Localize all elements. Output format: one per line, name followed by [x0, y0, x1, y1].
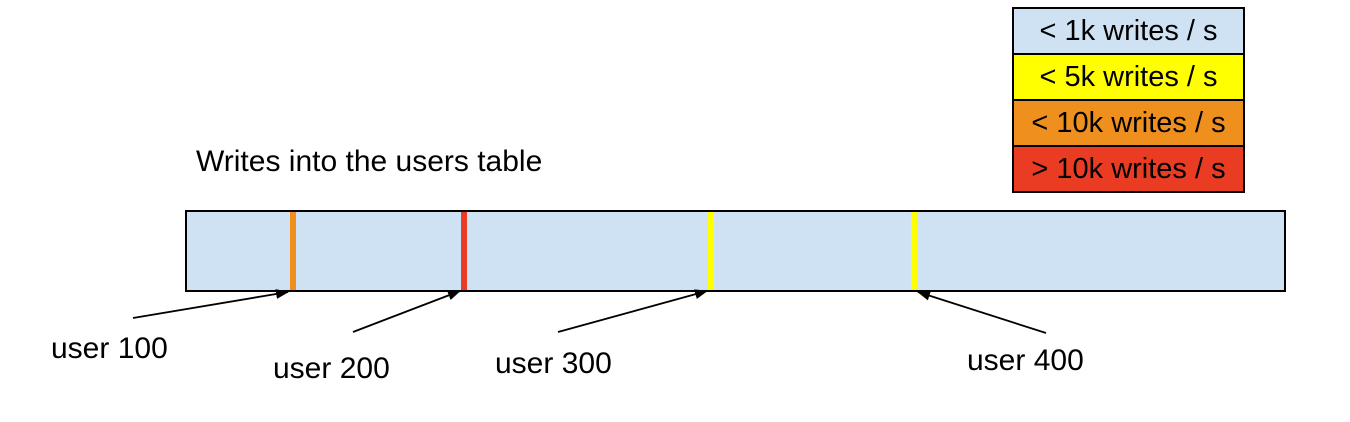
user-300-stripe — [708, 212, 714, 290]
user-100-arrow — [132, 289, 289, 319]
user-400-stripe — [911, 212, 917, 290]
legend: < 1k writes / s < 5k writes / s < 10k writ… — [1012, 7, 1245, 193]
legend-item-1: < 5k writes / s — [1012, 53, 1245, 101]
legend-item-label: < 10k writes / s — [1031, 106, 1226, 139]
user-200-stripe — [461, 212, 467, 290]
user-100-label: user 100 — [51, 332, 168, 365]
user-400-label: user 400 — [967, 344, 1084, 377]
user-100-stripe — [290, 212, 296, 290]
diagram-title: Writes into the users table — [196, 145, 543, 178]
legend-item-label: > 10k writes / s — [1031, 152, 1226, 185]
user-200-label: user 200 — [273, 352, 390, 385]
user-300-arrow — [557, 289, 708, 333]
legend-item-2: < 10k writes / s — [1012, 99, 1245, 147]
user-400-arrow — [917, 290, 1047, 334]
legend-item-label: < 1k writes / s — [1039, 14, 1218, 47]
user-200-arrow — [352, 290, 461, 333]
legend-item-label: < 5k writes / s — [1039, 60, 1218, 93]
legend-item-0: < 1k writes / s — [1012, 7, 1245, 55]
users-table-bar — [185, 210, 1286, 292]
user-300-label: user 300 — [495, 347, 612, 380]
legend-item-3: > 10k writes / s — [1012, 145, 1245, 193]
